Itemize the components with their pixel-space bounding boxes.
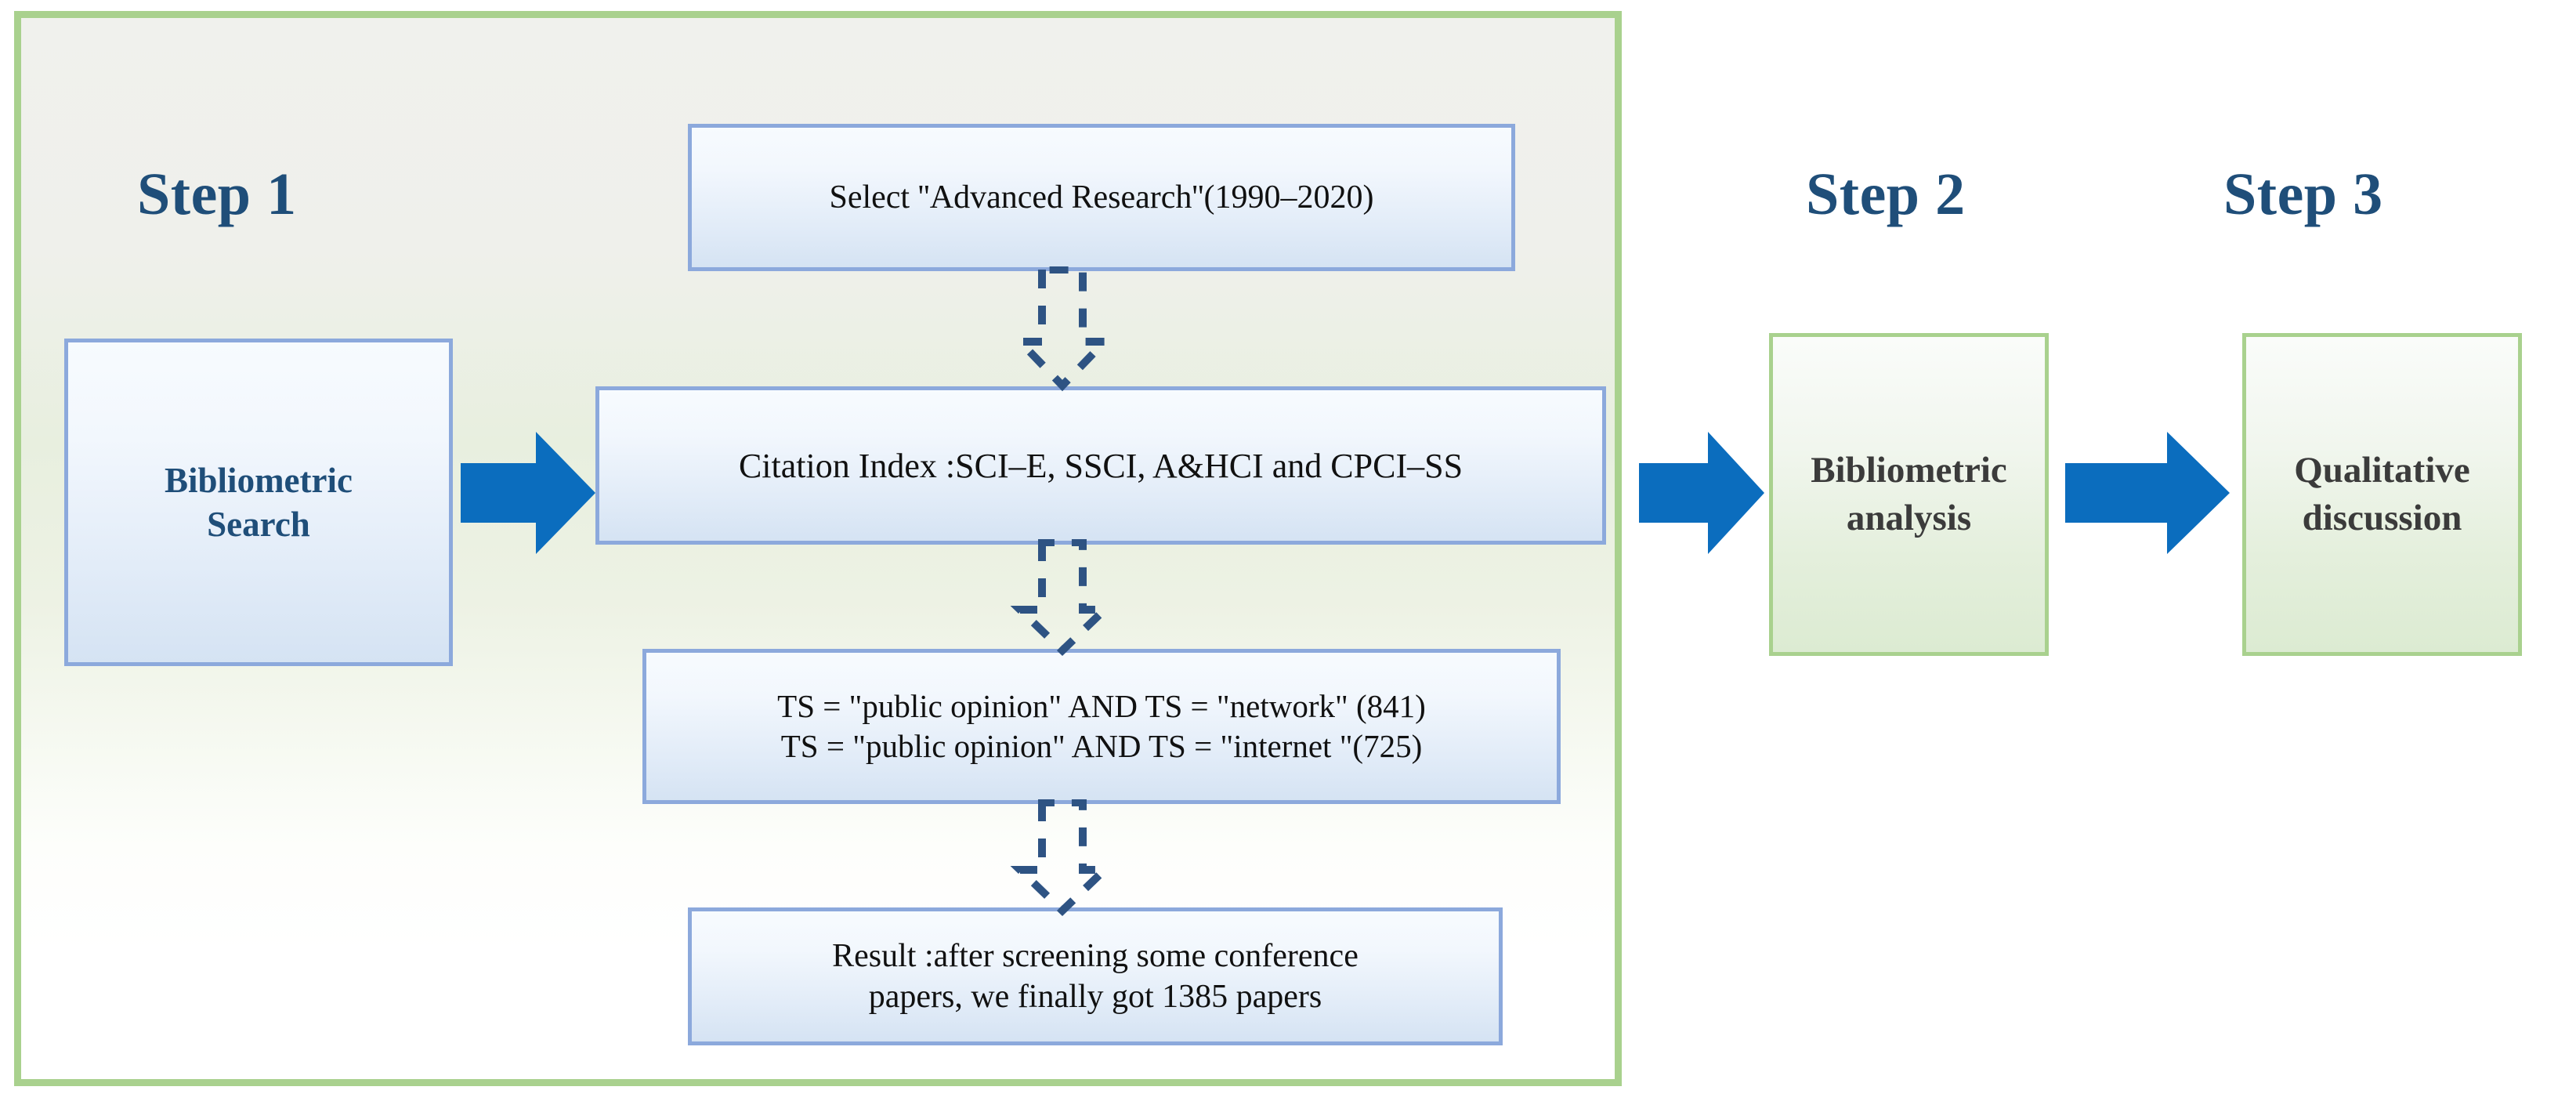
box-bibliometric-search-label: Bibliometric Search [165, 460, 353, 544]
step-title-1: Step 1 [137, 161, 297, 227]
box-citation-index-label: Citation Index :SCI–E, SSCI, A&HCI and C… [738, 446, 1463, 485]
dashed-arrow-down-icon-1 [1011, 266, 1114, 392]
dashed-arrow-down-icon-3 [1010, 799, 1115, 916]
box-search-queries-label: TS = "public opinion" AND TS = "network"… [777, 687, 1426, 764]
arrow-right-icon-1 [461, 432, 595, 554]
box-bibliometric-analysis-label: Bibliometric analysis [1811, 449, 2007, 538]
step-title-3: Step 3 [2223, 161, 2383, 227]
box-select-advanced-research-label: Select ''Advanced Research''(1990–2020) [829, 179, 1374, 216]
box-qualitative-discussion-label: Qualitative discussion [2294, 449, 2470, 538]
dashed-arrow-down-icon-2 [1010, 539, 1115, 656]
box-result[interactable]: Result :after screening some conference … [688, 907, 1503, 1045]
box-select-advanced-research[interactable]: Select ''Advanced Research''(1990–2020) [688, 124, 1515, 271]
box-bibliometric-search[interactable]: Bibliometric Search [64, 339, 453, 666]
box-bibliometric-analysis[interactable]: Bibliometric analysis [1769, 333, 2049, 656]
box-citation-index[interactable]: Citation Index :SCI–E, SSCI, A&HCI and C… [595, 386, 1606, 545]
arrow-right-icon-2 [1639, 432, 1764, 554]
box-qualitative-discussion[interactable]: Qualitative discussion [2242, 333, 2522, 656]
box-search-queries[interactable]: TS = "public opinion" AND TS = "network"… [642, 649, 1561, 804]
arrow-right-icon-3 [2065, 432, 2230, 554]
step-title-2: Step 2 [1806, 161, 1966, 227]
box-result-label: Result :after screening some conference … [832, 937, 1359, 1016]
